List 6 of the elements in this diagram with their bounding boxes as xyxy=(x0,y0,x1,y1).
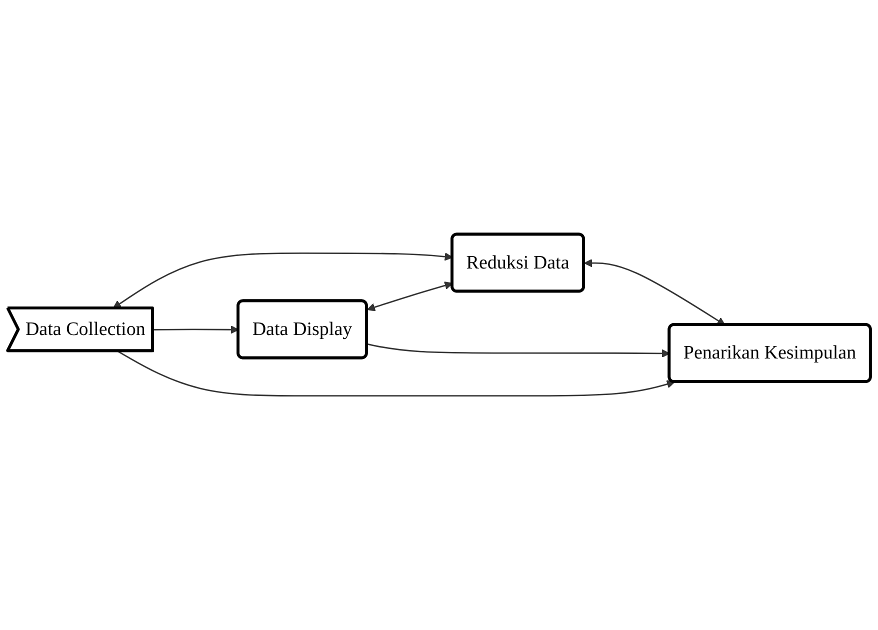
arrow xyxy=(366,343,670,358)
arrow xyxy=(117,350,675,397)
arrow xyxy=(584,258,726,326)
arrow xyxy=(152,325,239,334)
arrow xyxy=(366,281,453,312)
arrow xyxy=(112,252,453,308)
